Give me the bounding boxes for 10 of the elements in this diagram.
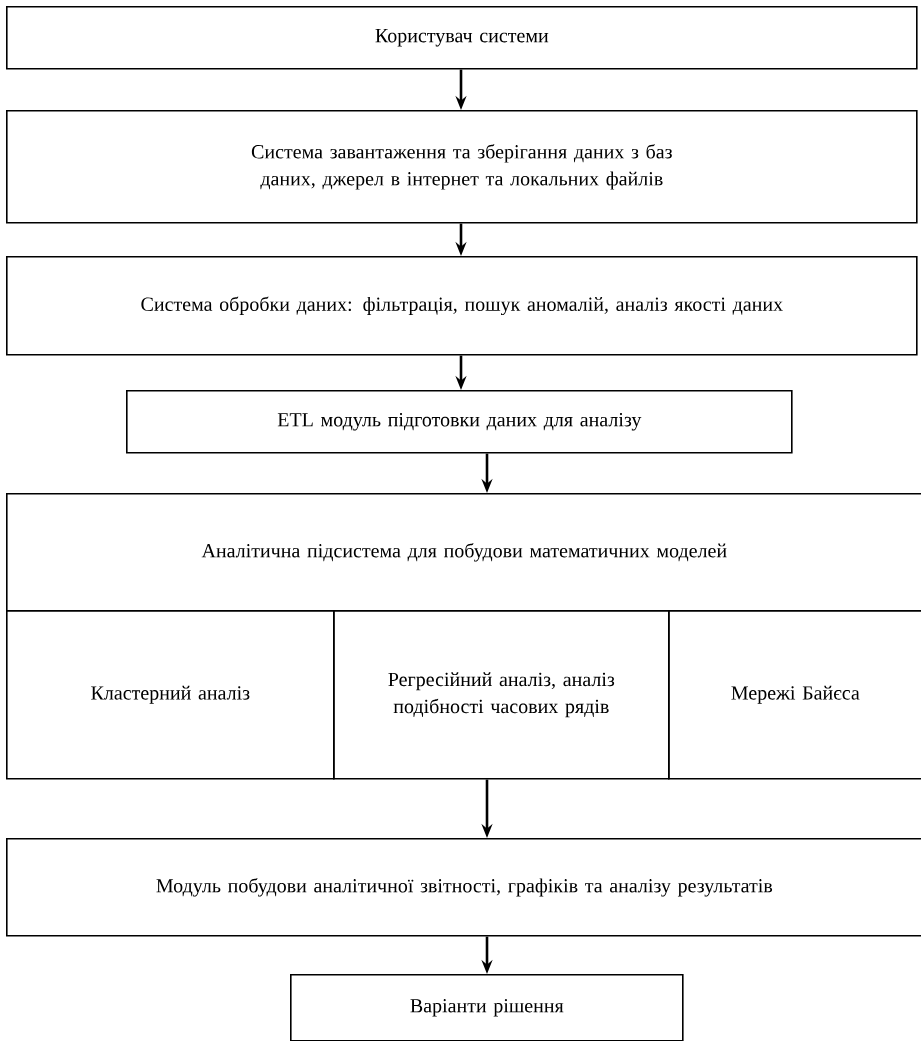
process-box: Користувач системи [6,6,918,70]
process-box: ETL модуль підготовки даних для аналізу [126,390,793,454]
process-box: Мережі Байєса [668,610,921,780]
process-box: Модуль побудови аналітичної звітності, графіків та аналізу результатів [6,838,921,937]
process-box: Регресійний аналіз, аналіз подібності часових рядів [333,610,670,780]
process-box: Система завантаження та зберігання даних з баз даних, джерел в інтернет та локальних файлів [6,110,918,224]
process-box: Варіанти рішення [290,974,684,1041]
process-box: Система обробки даних: фільтрація, пошук аномалій, аналіз якості даних [6,256,918,356]
process-box: Аналітична підсистема для побудови математичних моделей [6,493,921,612]
process-box: Кластерний аналіз [6,610,335,780]
